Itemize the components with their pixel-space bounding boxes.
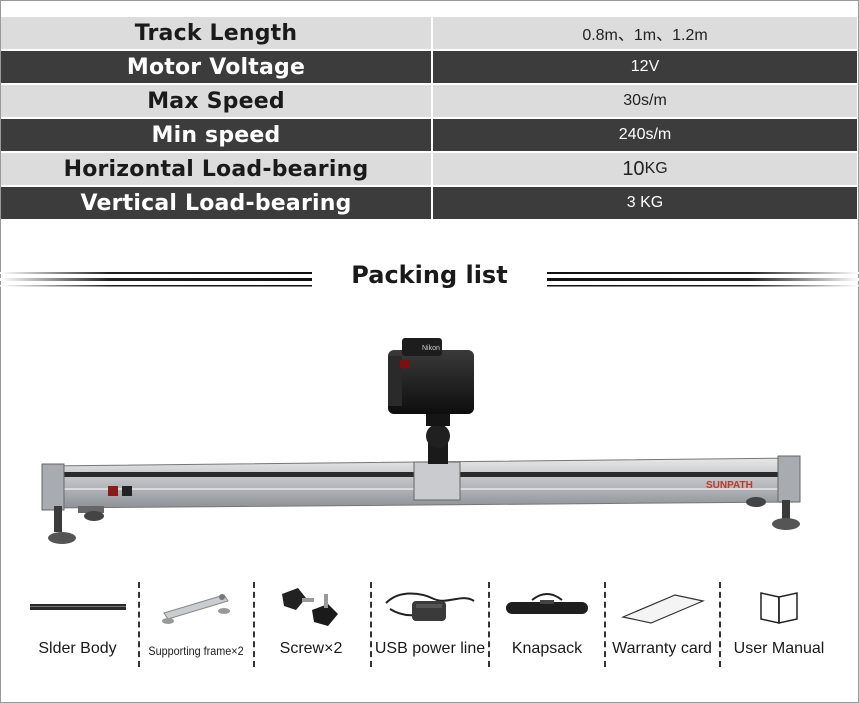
packing-item-warranty-card: Warranty card: [608, 582, 716, 662]
packing-item-label: User Manual: [733, 640, 825, 657]
book-icon: [760, 592, 798, 624]
item-divider: [138, 582, 140, 667]
spec-value: 30s/m: [431, 85, 857, 117]
brand-logo: SUNPATH: [706, 480, 753, 491]
slider-product-image: SUNPATH Nikon: [41, 338, 801, 544]
packing-item-knapsack: Knapsack: [492, 582, 602, 662]
packing-list-header: Packing list: [0, 258, 859, 298]
power-switch-icon: [108, 486, 118, 496]
spec-label: Max Speed: [1, 85, 431, 117]
spec-value-number: 10: [622, 157, 645, 180]
spec-row-max-speed: Max Speed 30s/m: [1, 85, 857, 119]
direction-switch-icon: [122, 486, 132, 496]
bag-icon: [506, 593, 588, 614]
spec-row-min-speed: Min speed 240s/m: [1, 119, 857, 153]
item-divider: [253, 582, 255, 667]
power-adapter-icon: [385, 592, 475, 621]
packing-item-label: USB power line: [374, 640, 486, 657]
spec-value-unit: KG: [644, 160, 668, 177]
spec-value: 12V: [431, 51, 857, 83]
packing-item-usb-power-line: USB power line: [374, 582, 486, 662]
spec-label: Min speed: [1, 119, 431, 151]
packing-item-screw: Screw×2: [257, 582, 365, 662]
packing-item-label: Slder Body: [38, 640, 117, 657]
screw-knob-icon: [282, 588, 338, 626]
spec-label: Horizontal Load-bearing: [1, 153, 431, 185]
spec-row-vertical-load: Vertical Load-bearing 3 KG: [1, 187, 857, 221]
spec-value: 3 KG: [431, 187, 857, 219]
slider-rail-icon: [29, 604, 126, 610]
packing-item-supporting-frame: Supporting frame×2: [142, 582, 250, 662]
camera-brand-label: Nikon: [422, 345, 440, 352]
spec-table: Track Length 0.8m、1m、1.2m Motor Voltage …: [1, 17, 857, 221]
packing-item-user-manual: User Manual: [723, 582, 835, 662]
item-divider: [719, 582, 721, 667]
item-divider: [370, 582, 372, 667]
spec-label: Motor Voltage: [1, 51, 431, 83]
item-divider: [604, 582, 606, 667]
right-decor-lines: [547, 272, 859, 287]
spec-value: 240s/m: [431, 119, 857, 151]
item-divider: [488, 582, 490, 667]
left-decor-lines: [0, 272, 312, 287]
packing-item-label: Supporting frame×2: [148, 644, 244, 658]
spec-row-motor-voltage: Motor Voltage 12V: [1, 51, 857, 85]
spec-label: Vertical Load-bearing: [1, 187, 431, 219]
packing-item-slider-body: Slder Body: [20, 582, 135, 662]
spec-row-track-length: Track Length 0.8m、1m、1.2m: [1, 17, 857, 51]
card-icon: [621, 594, 705, 624]
packing-item-label: Knapsack: [511, 640, 583, 657]
spec-value: 0.8m、1m、1.2m: [431, 17, 857, 49]
packing-item-label: Screw×2: [279, 640, 343, 657]
section-title: Packing list: [351, 261, 508, 289]
support-frame-icon: [162, 594, 230, 624]
packing-items: Slder Body Supporting frame×2 Screw×2: [20, 582, 840, 667]
packing-item-label: Warranty card: [612, 640, 712, 657]
spec-label: Track Length: [1, 17, 431, 49]
